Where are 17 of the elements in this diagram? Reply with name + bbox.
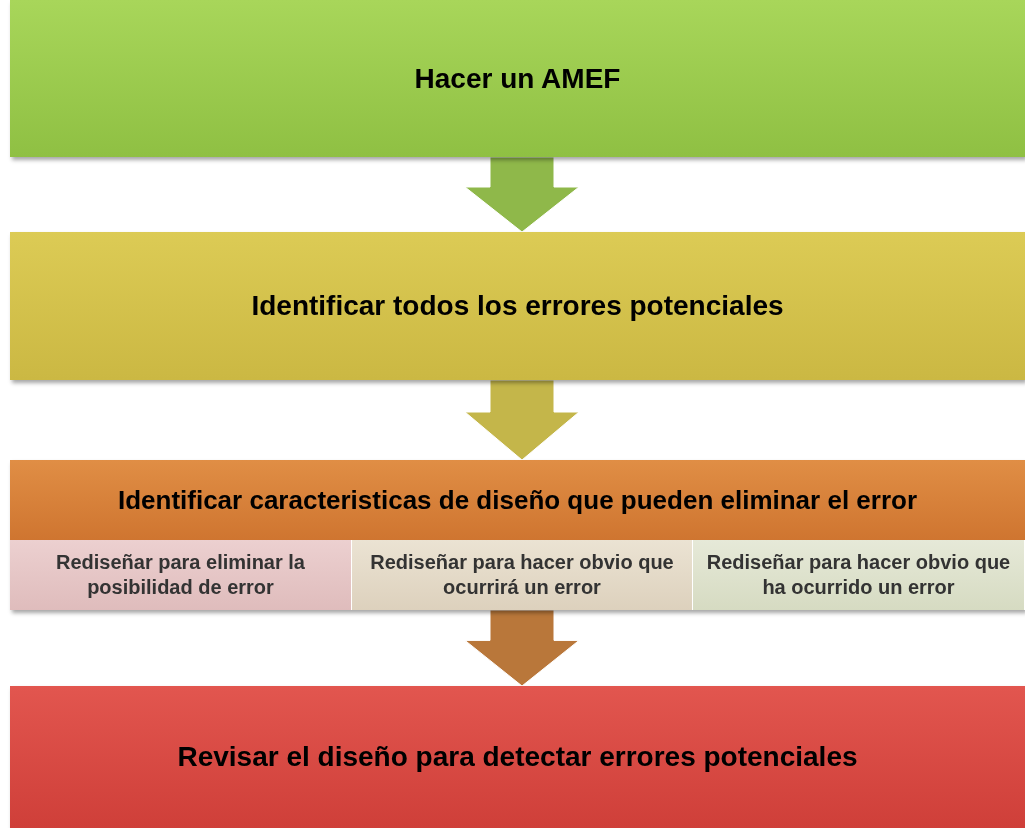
box-title: Identificar caracteristicas de diseño que pueden eliminar el error — [117, 484, 918, 516]
option-text: Rediseñar para eliminar la posibilidad de error — [55, 550, 306, 600]
box-title: Identificar todos los errores potenciales — [251, 290, 784, 322]
option-box — [352, 540, 693, 610]
box-title: Hacer un AMEF — [414, 62, 621, 95]
down-arrow — [464, 609, 580, 687]
down-arrow — [464, 156, 580, 233]
down-arrow — [464, 379, 580, 461]
box-title: Revisar el diseño para detectar errores potenciales — [177, 741, 858, 773]
option-text: Rediseñar para hacer obvio que ha ocurrido un error — [705, 550, 1012, 600]
process-box — [10, 232, 1025, 380]
option-box — [10, 540, 352, 610]
option-box — [693, 540, 1025, 610]
process-box — [10, 0, 1025, 157]
process-box — [10, 686, 1025, 828]
option-text: Rediseñar para hacer obvio que ocurrirá un error — [369, 550, 675, 600]
process-box — [10, 460, 1025, 610]
